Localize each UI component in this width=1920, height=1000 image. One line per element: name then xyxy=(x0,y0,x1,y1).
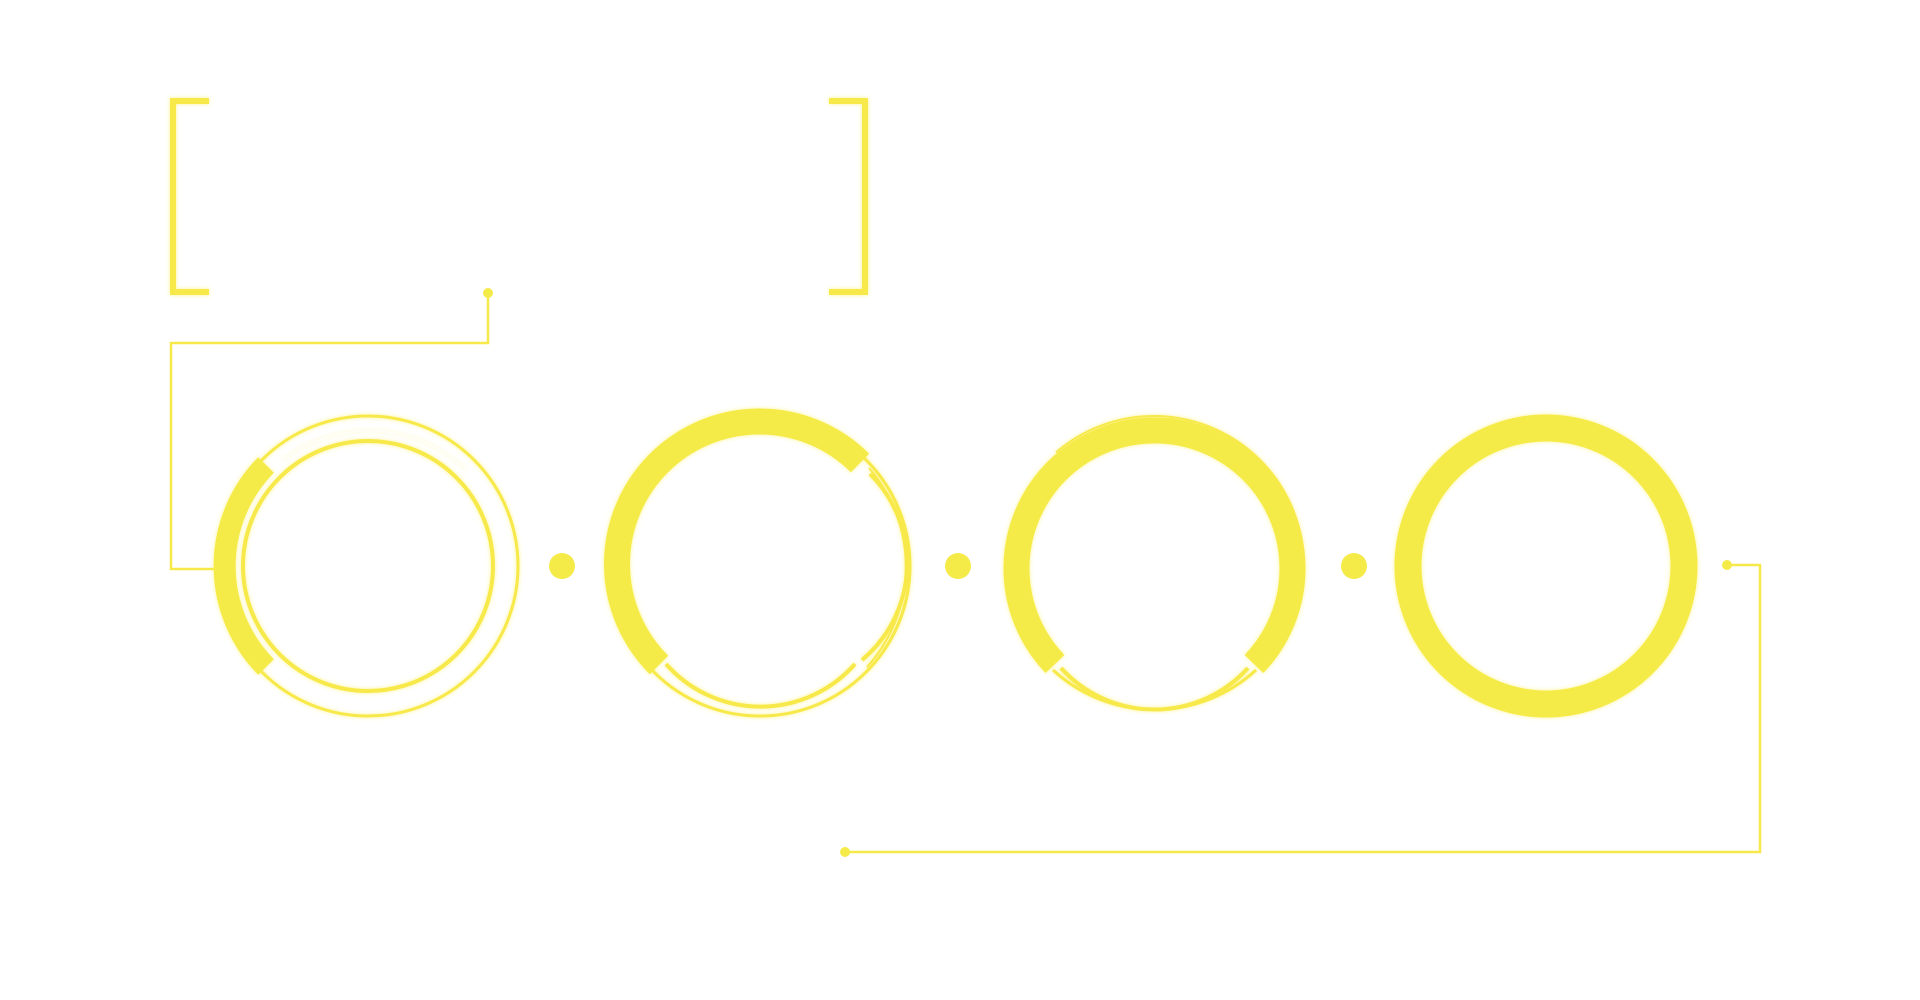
connector-dot-bottom xyxy=(840,847,850,857)
connector-line-top xyxy=(169,293,490,571)
connector-line-bottom xyxy=(845,563,1762,854)
separator-dot-2 xyxy=(945,553,971,579)
step-2-circle xyxy=(604,408,912,718)
step-3-circle xyxy=(1003,415,1306,717)
connector-dot-right xyxy=(1722,560,1732,570)
connector-dot-top xyxy=(483,288,493,298)
separator-dot-1 xyxy=(549,553,575,579)
step-1-circle xyxy=(213,414,520,718)
connector-top xyxy=(169,288,493,571)
step-4-circle xyxy=(1394,414,1698,718)
bracket-left-icon xyxy=(170,98,209,295)
separator-dot-3 xyxy=(1341,553,1367,579)
separator-dots xyxy=(549,553,1367,579)
bracket-right-icon xyxy=(829,98,868,295)
connector-bottom xyxy=(840,560,1762,857)
title-frame xyxy=(170,98,868,295)
